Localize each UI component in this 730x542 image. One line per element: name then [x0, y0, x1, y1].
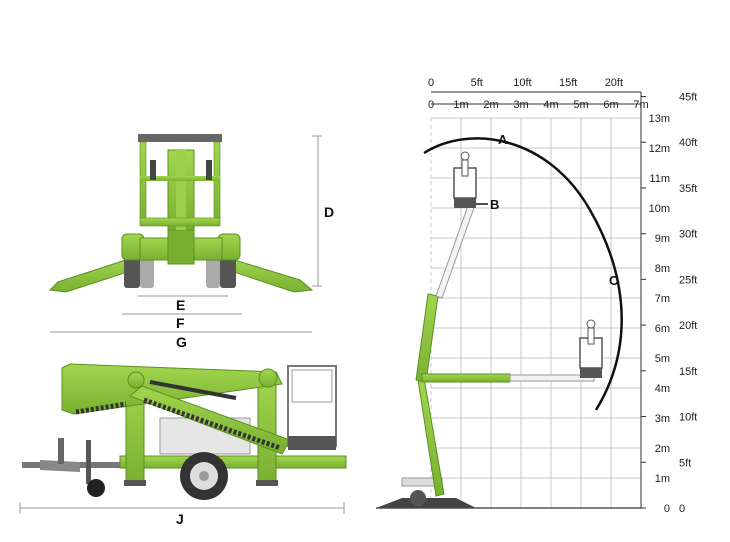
front-view [48, 134, 314, 293]
curve-label-a: A [498, 132, 508, 147]
top-m-tick-label: 7m [633, 99, 648, 111]
top-m-tick-label: 6m [603, 99, 618, 111]
ft-tick-label: 40ft [679, 137, 697, 149]
m-tick-label: 3m [655, 413, 670, 425]
top-ft-tick-label: 5ft [471, 77, 483, 89]
m-tick-label: 12m [649, 143, 670, 155]
ft-tick-label: 45ft [679, 92, 697, 104]
ft-tick-label: 0 [679, 503, 685, 515]
top-m-tick-label: 4m [543, 99, 558, 111]
top-ft-tick-label: 15ft [559, 77, 577, 89]
ft-tick-label: 35ft [679, 183, 697, 195]
side-dimension [19, 502, 345, 514]
ft-tick-label: 15ft [679, 366, 697, 378]
m-tick-label: 2m [655, 443, 670, 455]
m-tick-label: 1m [655, 473, 670, 485]
top-m-tick-label: 1m [453, 99, 468, 111]
ft-tick-label: 20ft [679, 320, 697, 332]
m-tick-label: 13m [649, 113, 670, 125]
m-tick-label: 6m [655, 323, 670, 335]
ft-tick-label: 10ft [679, 412, 697, 424]
raised-machine [376, 151, 603, 508]
dimension-label-j: J [176, 511, 184, 527]
top-m-tick-label: 0 [428, 99, 434, 111]
ft-tick-label: 30ft [679, 229, 697, 241]
working-envelope-curve [423, 137, 623, 411]
dimension-label-e: E [176, 297, 185, 313]
working-range-axis-labels: 0 5ft 10ft 15ft 20ft 0 1m 2m 3m 4m 5m 6m 7m 0 1m 2m 3m 4m… [428, 77, 697, 515]
dimension-label-f: F [176, 315, 185, 331]
ft-tick-label: 25ft [679, 274, 697, 286]
ft-tick-label: 5ft [679, 457, 691, 469]
m-tick-label: 4m [655, 383, 670, 395]
front-dimensions [50, 135, 322, 333]
working-range-grid [376, 91, 646, 509]
m-tick-label: 11m [649, 173, 670, 185]
m-tick-label: 5m [655, 353, 670, 365]
dimension-label-g: G [176, 334, 187, 350]
m-tick-label: 7m [655, 293, 670, 305]
m-tick-label: 10m [649, 203, 670, 215]
m-tick-label: 0 [664, 503, 670, 515]
top-m-tick-label: 2m [483, 99, 498, 111]
top-ft-tick-label: 10ft [513, 77, 531, 89]
top-ft-tick-label: 20ft [605, 77, 623, 89]
side-view [22, 363, 347, 500]
top-m-tick-label: 5m [573, 99, 588, 111]
top-m-tick-label: 3m [513, 99, 528, 111]
curve-label-c: C [609, 273, 619, 288]
curve-label-b: B [490, 197, 499, 212]
dimension-label-d: D [324, 204, 334, 220]
m-tick-label: 9m [655, 233, 670, 245]
top-ft-tick-label: 0 [428, 77, 434, 89]
m-tick-label: 8m [655, 263, 670, 275]
